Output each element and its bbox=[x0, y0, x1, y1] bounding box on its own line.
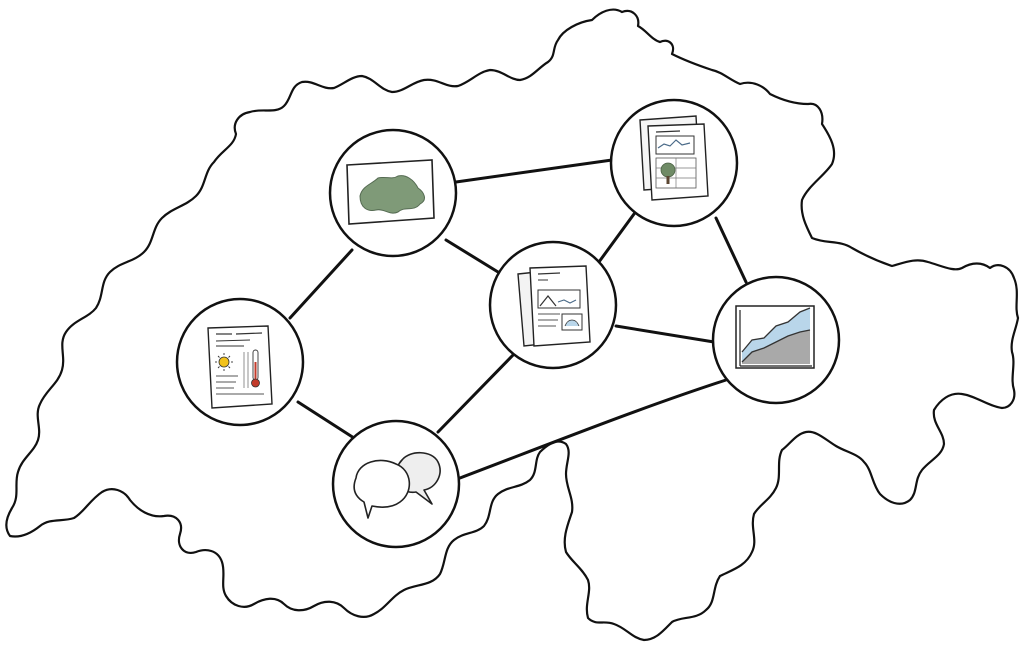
thermometer-icon bbox=[251, 349, 260, 388]
link-chart-tree-to-line-chart bbox=[714, 216, 748, 284]
swiss-map-icon bbox=[346, 159, 435, 225]
node-chart-tree-document[interactable] bbox=[609, 98, 739, 228]
link-weather-to-speech bbox=[296, 400, 356, 440]
link-map-to-chart-tree bbox=[454, 158, 614, 184]
node-central-documents[interactable] bbox=[488, 240, 618, 370]
document-with-chart-and-tree-icon bbox=[639, 115, 709, 201]
connection-lines bbox=[288, 158, 748, 480]
link-chart-tree-to-central bbox=[594, 212, 636, 268]
node-speech-bubbles[interactable] bbox=[331, 419, 461, 549]
node-swiss-map[interactable] bbox=[328, 128, 458, 258]
speech-bubbles-icon bbox=[353, 451, 441, 519]
sun-icon bbox=[215, 353, 233, 371]
node-weather-document[interactable] bbox=[175, 297, 305, 427]
link-central-to-speech bbox=[436, 350, 518, 434]
stacked-documents-icon bbox=[517, 265, 591, 347]
link-map-to-weather bbox=[288, 248, 354, 320]
node-line-chart[interactable] bbox=[711, 275, 841, 405]
link-map-to-central bbox=[444, 238, 500, 274]
link-central-to-line-chart bbox=[614, 324, 716, 344]
link-speech-to-line-chart bbox=[458, 378, 728, 480]
line-chart-icon bbox=[735, 305, 815, 369]
weather-report-icon bbox=[207, 325, 273, 409]
